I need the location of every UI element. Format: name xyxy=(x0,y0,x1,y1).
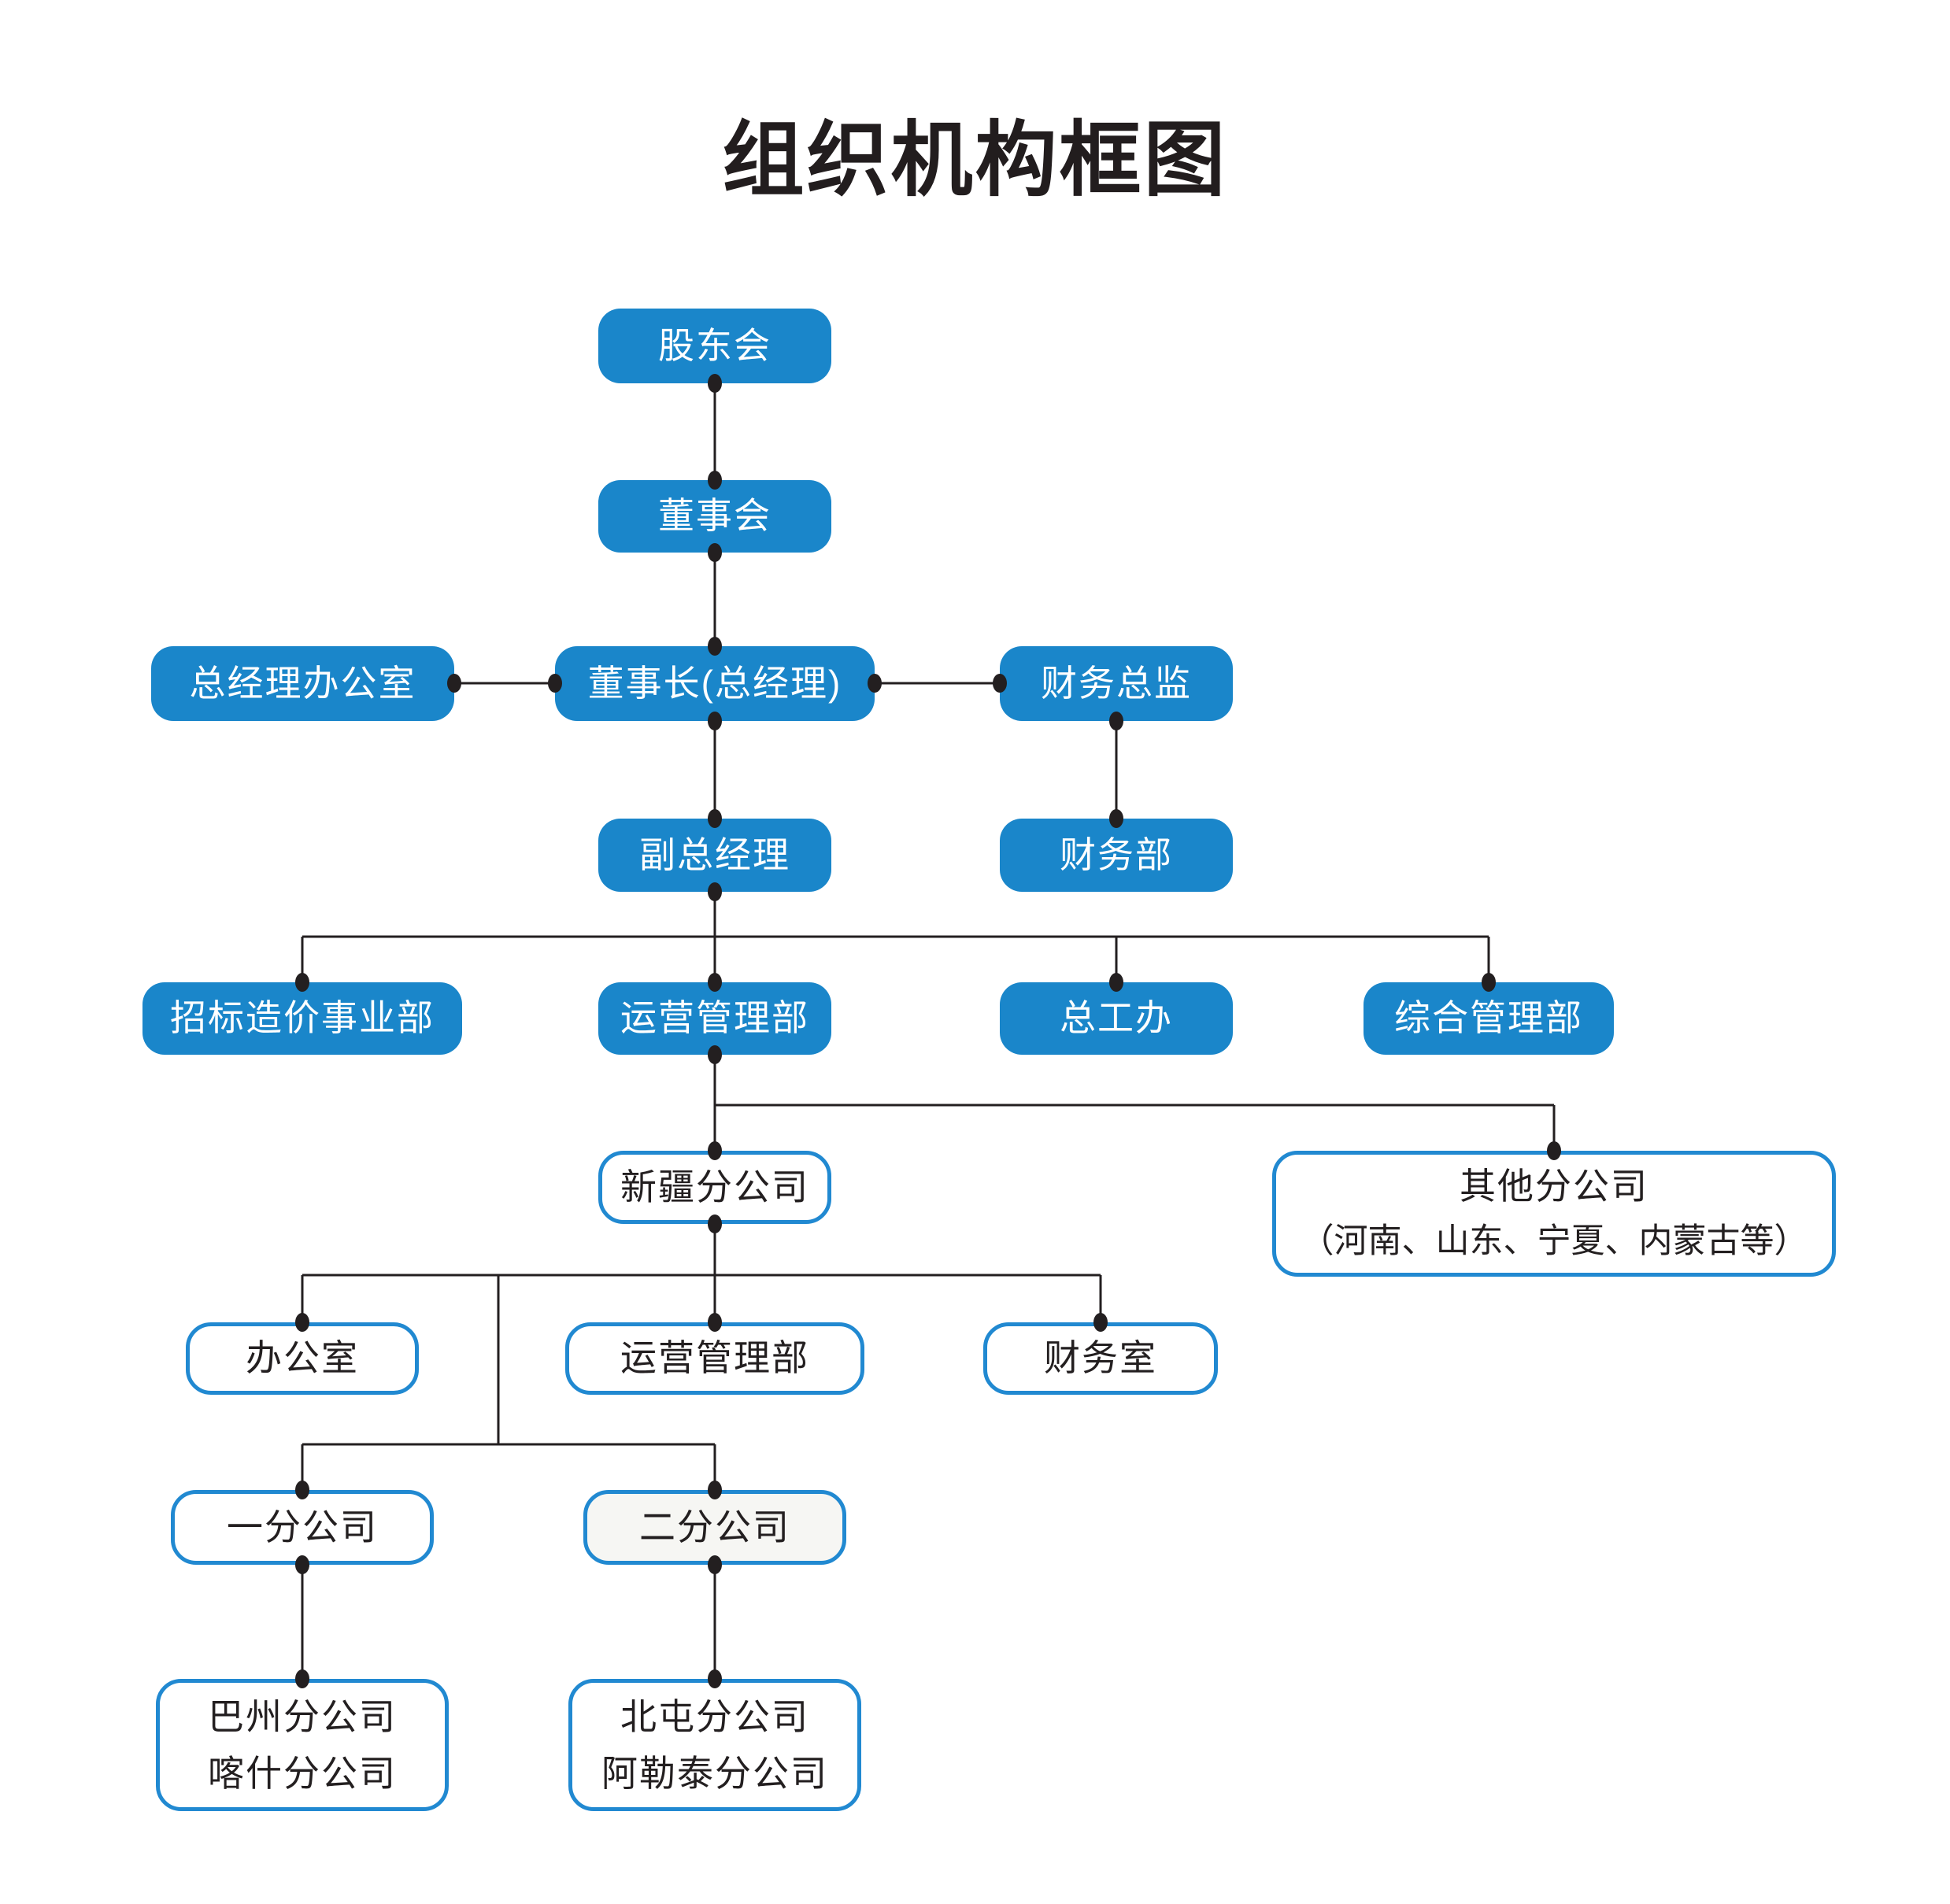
node-deputy-gm: 副总经理 xyxy=(598,819,831,892)
node-bazhou-kashgar: 巴州分公司 喀什分公司 xyxy=(156,1679,449,1811)
node-xinjiang-branch: 新疆分公司 xyxy=(598,1151,831,1224)
node-chief-engineer-office: 总工办 xyxy=(1000,982,1233,1055)
node-other-branches-line1: 其他分公司 xyxy=(1460,1166,1648,1207)
node-xj-operations-dept: 运营管理部 xyxy=(565,1322,864,1395)
node-gm-office: 总经理办公室 xyxy=(151,646,454,721)
node-operations-dept: 运营管理部 xyxy=(598,982,831,1055)
page-title: 组织机构框图 xyxy=(722,115,1228,206)
node-bazhou-kashgar-line2: 喀什分公司 xyxy=(208,1753,397,1794)
node-finance-room: 财务室 xyxy=(983,1322,1218,1395)
node-other-branches: 其他分公司 （河南、山东、宁夏、内蒙古等） xyxy=(1272,1151,1836,1277)
node-chairman: 董事长(总经理) xyxy=(555,646,875,721)
node-general-mgmt-dept: 综合管理部 xyxy=(1364,982,1614,1055)
node-bidding-cost-div: 招标造价事业部 xyxy=(142,982,462,1055)
node-office: 办公室 xyxy=(186,1322,419,1395)
node-beitun-altay-line2: 阿勒泰分公司 xyxy=(601,1753,828,1794)
node-finance-dept: 财务部 xyxy=(1000,819,1233,892)
node-first-branch: 一分公司 xyxy=(171,1490,434,1565)
node-other-branches-line2: （河南、山东、宁夏、内蒙古等） xyxy=(1300,1222,1808,1260)
node-bazhou-kashgar-line1: 巴州分公司 xyxy=(208,1696,397,1737)
node-board: 董事会 xyxy=(598,480,831,553)
node-shareholders: 股东会 xyxy=(598,309,831,383)
node-second-branch: 二分公司 xyxy=(583,1490,846,1565)
node-beitun-altay-line1: 北屯分公司 xyxy=(620,1696,809,1737)
node-cfo: 财务总监 xyxy=(1000,646,1233,721)
node-beitun-altay: 北屯分公司 阿勒泰分公司 xyxy=(568,1679,861,1811)
